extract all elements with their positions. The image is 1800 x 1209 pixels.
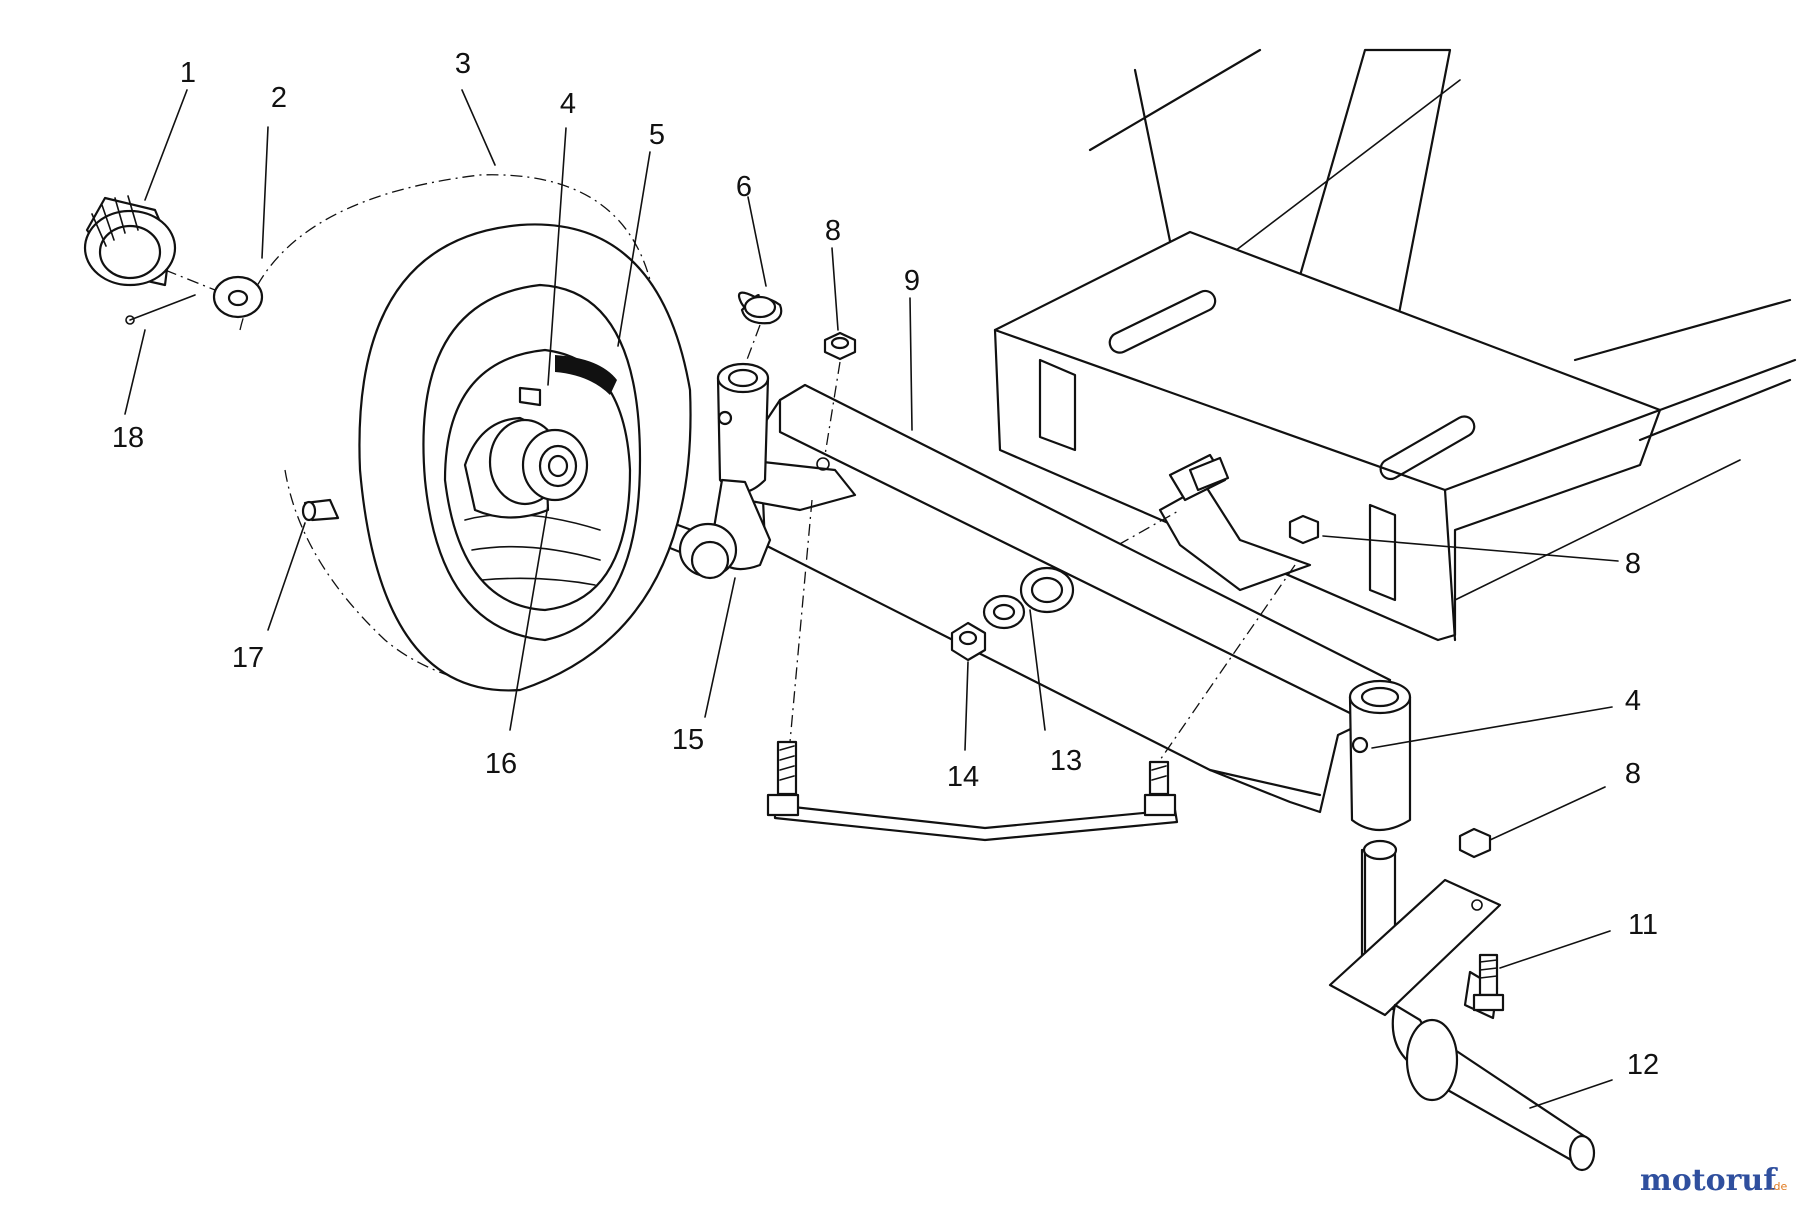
- callout-6: 6: [736, 171, 752, 203]
- motoruf-watermark-logo: motoruf .de: [1640, 1163, 1787, 1198]
- right-spindle: [1328, 839, 1596, 1172]
- small-hardware: [737, 291, 1505, 1012]
- callout-labels: 1 2 3 4 5 6 8 9 18 8 17 15 16 14 13 4 8 …: [112, 48, 1659, 1081]
- callout-18: 18: [112, 422, 144, 454]
- callout-12: 12: [1627, 1049, 1659, 1081]
- hub-cap-parts: [83, 195, 264, 325]
- front-axle: [716, 362, 1412, 831]
- callout-1: 1: [180, 57, 196, 89]
- leader-lines: [124, 89, 1619, 1109]
- watermark-text: motoruf: [1640, 1163, 1778, 1198]
- callout-5: 5: [649, 119, 665, 151]
- callout-11: 11: [1628, 909, 1658, 941]
- wheel-assembly: [239, 174, 692, 692]
- callout-8-top: 8: [825, 215, 841, 247]
- callout-13: 13: [1050, 745, 1082, 777]
- callout-15: 15: [672, 724, 704, 756]
- callout-17: 17: [232, 642, 264, 674]
- callout-9: 9: [904, 265, 920, 297]
- callout-14: 14: [947, 761, 979, 793]
- callout-4-wheel: 4: [560, 88, 576, 120]
- callout-4-axle: 4: [1625, 685, 1641, 717]
- callout-16: 16: [485, 748, 517, 780]
- callout-2: 2: [271, 82, 287, 114]
- watermark-suffix: .de: [1770, 1180, 1787, 1193]
- callout-8-right: 8: [1625, 758, 1641, 790]
- chassis-frame: [993, 48, 1797, 642]
- tie-rod: [766, 499, 1296, 842]
- callout-8-frame: 8: [1625, 548, 1641, 580]
- callout-3: 3: [455, 48, 471, 80]
